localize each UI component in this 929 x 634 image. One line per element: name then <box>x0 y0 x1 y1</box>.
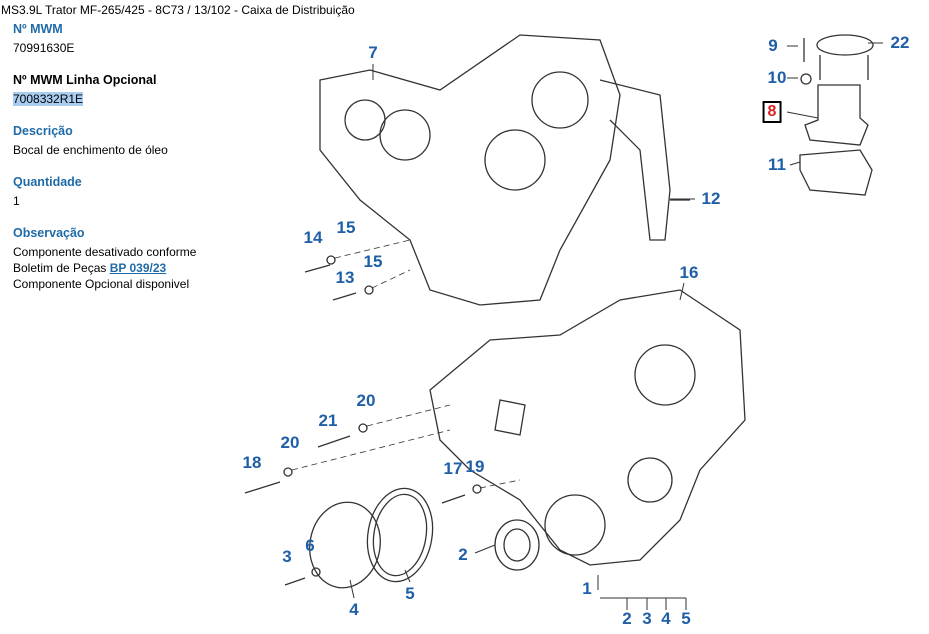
callout-9[interactable]: 9 <box>768 36 778 55</box>
callout-13[interactable]: 13 <box>335 268 355 287</box>
optional-value[interactable]: 7008332R1E <box>13 92 84 106</box>
callout-11[interactable]: 11 <box>768 155 786 174</box>
callout-17[interactable]: 17 <box>443 459 463 478</box>
seal-part <box>494 519 540 571</box>
callout-3[interactable]: 3 <box>642 609 652 628</box>
callout-15[interactable]: 15 <box>363 252 383 271</box>
callout-3[interactable]: 3 <box>282 547 292 566</box>
mwm-label: Nº MWM <box>13 22 63 36</box>
callout-16[interactable]: 16 <box>679 263 699 282</box>
description-value: Bocal de enchimento de óleo <box>13 143 168 157</box>
callout-14[interactable]: 14 <box>303 228 323 247</box>
quantity-value: 1 <box>13 194 20 208</box>
description-label: Descrição <box>13 124 73 138</box>
mwm-value: 70991630E <box>13 41 75 55</box>
callout-7[interactable]: 7 <box>368 43 378 62</box>
callout-10[interactable]: 10 <box>767 68 787 87</box>
cover-plate-part <box>309 501 381 589</box>
callout-15[interactable]: 15 <box>336 218 356 237</box>
callout-5[interactable]: 5 <box>405 584 415 603</box>
callout-22[interactable]: 22 <box>890 33 910 52</box>
observation-line: Boletim de Peças <box>13 261 110 275</box>
timing-case-part <box>429 289 746 566</box>
observation-line: Componente Opcional disponivel <box>13 277 190 291</box>
callout-12[interactable]: 12 <box>701 189 721 208</box>
callout-18[interactable]: 18 <box>242 453 262 472</box>
callout-19[interactable]: 19 <box>465 457 485 476</box>
rear-cover-part <box>319 34 621 306</box>
callout-2[interactable]: 2 <box>458 545 468 564</box>
callout-1[interactable]: 1 <box>582 579 592 598</box>
oil-filler-neck-part <box>804 84 869 146</box>
callout-20[interactable]: 20 <box>280 433 300 452</box>
bulletin-link[interactable]: BP 039/23 <box>109 261 167 275</box>
callout-20[interactable]: 20 <box>356 391 376 410</box>
observation-line: Componente desativado conforme <box>13 245 197 259</box>
bolts <box>244 255 482 586</box>
optional-label: Nº MWM Linha Opcional <box>13 73 157 87</box>
callout-21[interactable]: 21 <box>318 411 338 430</box>
gasket-part <box>366 487 434 583</box>
callout-4[interactable]: 4 <box>661 609 671 628</box>
callout-8-selected[interactable]: 8 <box>762 101 782 123</box>
part-details-panel: Nº MWM 70991630E Nº MWM Linha Opcional 7… <box>13 21 263 292</box>
callout-6[interactable]: 6 <box>305 536 315 555</box>
observation-label: Observação <box>13 226 85 240</box>
breadcrumb: MS3.9L Trator MF-265/425 - 8C73 / 13/102… <box>1 3 355 17</box>
callout-5[interactable]: 5 <box>681 609 691 628</box>
callout-4[interactable]: 4 <box>349 600 359 619</box>
callout-2[interactable]: 2 <box>622 609 632 628</box>
quantity-label: Quantidade <box>13 175 82 189</box>
